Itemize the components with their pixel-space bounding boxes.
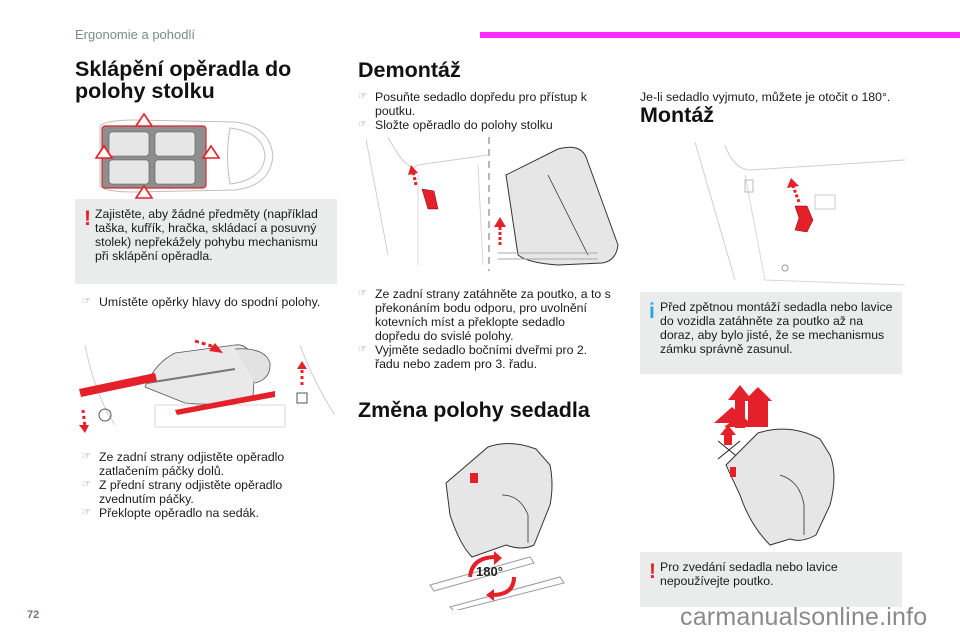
pointing-hand-icon: ☞: [358, 288, 367, 299]
heading-change-position: Změna polohy sedadla: [358, 398, 590, 422]
pointing-hand-icon: ☞: [82, 479, 91, 490]
warning-note-obstacles: ! Zajistěte, aby žádné předměty (napříkl…: [75, 199, 337, 284]
pointing-hand-icon: ☞: [82, 296, 91, 307]
heading-fold-backrest: Sklápění opěradla do polohy stolku: [75, 57, 292, 103]
pointing-hand-icon: ☞: [82, 507, 91, 518]
removal-prep-instructions: ☞ Posuňte sedadlo dopředu pro přístup k p…: [358, 90, 603, 132]
info-note-text: Před zpětnou montáží sedadla nebo lavice…: [660, 300, 893, 356]
list-item-text: Ze zadní strany odjistěte opěradlo zatla…: [99, 450, 285, 478]
pointing-hand-icon: ☞: [358, 119, 367, 130]
warning-note-lifting: ! Pro zvedání sedadla nebo lavice nepouž…: [640, 552, 902, 607]
list-item: ☞ Ze zadní strany odjistěte opěradlo zatl…: [82, 450, 337, 478]
removal-instructions: ☞ Ze zadní strany zatáhněte za poutko, a …: [358, 287, 613, 371]
mounting-strap-illustration: [695, 141, 905, 286]
list-item-text: Z přední strany odjistěte opěradlo zvedn…: [99, 478, 283, 506]
heading-mounting: Montáž: [640, 103, 715, 127]
pointing-hand-icon: ☞: [358, 91, 367, 102]
rotation-intro-text: Je-li sedadlo vyjmuto, můžete je otočit …: [640, 90, 891, 104]
list-item: ☞ Posuňte sedadlo dopředu pro přístup k p…: [358, 90, 603, 118]
list-item-text: Umístěte opěrky hlavy do spodní polohy.: [99, 295, 321, 309]
list-item: ☞ Umístěte opěrky hlavy do spodní polohy.: [82, 295, 337, 309]
seat-lift-illustration: [714, 385, 835, 546]
section-label: Ergonomie a pohodlí: [75, 27, 195, 42]
heading-removal: Demontáž: [358, 58, 461, 82]
list-item-text: Ze zadní strany zatáhněte za poutko, a t…: [375, 287, 611, 343]
list-item-text: Vyjměte sedadlo bočními dveřmi pro 2. řa…: [375, 343, 588, 371]
list-item: ☞ Z přední strany odjistěte opěradlo zved…: [82, 478, 337, 506]
pointing-hand-icon: ☞: [358, 344, 367, 355]
headrest-instructions: ☞ Umístěte opěrky hlavy do spodní polohy.: [82, 295, 337, 309]
list-item-text: Posuňte sedadlo dopředu pro přístup k po…: [375, 90, 587, 118]
car-top-view-illustration: [95, 112, 274, 199]
info-icon: i: [649, 300, 655, 323]
seat-strap-illustration: [365, 136, 619, 271]
accent-bar: [480, 32, 960, 38]
exclamation-icon: !: [649, 560, 656, 583]
warning-note-text: Zajistěte, aby žádné předměty (například…: [95, 207, 318, 263]
info-note-mounting: i Před zpětnou montáží sedadla nebo lavi…: [640, 292, 902, 374]
warning-note-text: Pro zvedání sedadla nebo lavice nepoužív…: [660, 560, 838, 588]
list-item: ☞ Vyjměte sedadlo bočními dveřmi pro 2. ř…: [358, 343, 613, 371]
pointing-hand-icon: ☞: [82, 451, 91, 462]
list-item: ☞ Překlopte opěradlo na sedák.: [82, 506, 337, 520]
unlock-instructions: ☞ Ze zadní strany odjistěte opěradlo zatl…: [82, 450, 337, 520]
seat-folding-illustration: [79, 339, 336, 433]
seat-rotation-illustration: [429, 443, 565, 610]
rotation-label: 180°: [476, 564, 503, 579]
list-item: ☞ Složte opěradlo do polohy stolku: [358, 118, 603, 132]
page-number: 72: [27, 609, 40, 621]
list-item: ☞ Ze zadní strany zatáhněte za poutko, a …: [358, 287, 613, 343]
watermark[interactable]: carmanualsonline.info: [680, 603, 928, 631]
exclamation-icon: !: [84, 207, 91, 230]
list-item-text: Překlopte opěradlo na sedák.: [99, 506, 259, 520]
list-item-text: Složte opěradlo do polohy stolku: [375, 118, 553, 132]
